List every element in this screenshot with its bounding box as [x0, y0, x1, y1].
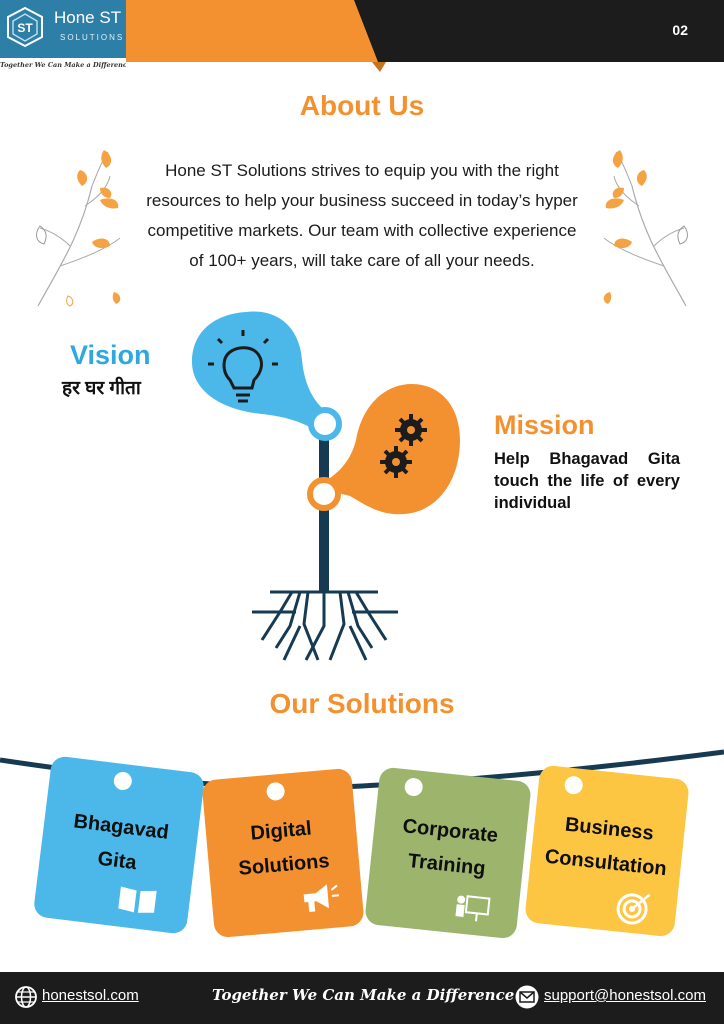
header-tagline: Together We Can Make a Difference	[0, 58, 126, 72]
about-title: About Us	[299, 90, 425, 121]
vision-title: Vision	[70, 340, 151, 370]
lightbulb-icon	[208, 330, 278, 403]
card-hole	[563, 775, 584, 796]
card-hole	[112, 770, 133, 792]
megaphone-icon	[303, 884, 339, 912]
footer	[0, 972, 724, 1024]
email-link[interactable]: support@honestsol.com	[544, 987, 706, 1004]
email-icon	[515, 985, 539, 1009]
open-book-icon	[118, 886, 157, 913]
solution-card-corporate-training[interactable]: Corporate Training	[364, 766, 532, 940]
card-hole	[265, 781, 286, 802]
website-link[interactable]: honestsol.com	[42, 987, 139, 1004]
target-icon	[616, 893, 651, 925]
tree-diagram	[192, 311, 460, 661]
solution-card-digital-solutions[interactable]: Digital Solutions	[201, 767, 365, 939]
vision-text: हर घर गीता	[62, 378, 141, 399]
gears-icon	[380, 414, 427, 478]
page-number: 02	[672, 22, 688, 38]
brand-name: Hone ST	[54, 8, 122, 27]
logo-initials: ST	[17, 21, 33, 35]
solution-card-business-consultation[interactable]: Business Consultation	[524, 764, 690, 938]
presentation-icon	[455, 895, 491, 922]
leaf-branch-right-icon	[603, 150, 688, 307]
logo-mark-icon: ST	[7, 6, 43, 48]
globe-icon	[15, 986, 37, 1008]
mission-title: Mission	[494, 410, 595, 440]
card-hole	[403, 777, 424, 797]
solution-card-bhagavad-gita[interactable]: Bhagavad Gita	[32, 755, 206, 935]
footer-tagline: Together We Can Make a Difference	[212, 986, 515, 1004]
brand-subtitle: SOLUTIONS	[60, 33, 125, 42]
about-text: Hone ST Solutions strives to equip you w…	[146, 161, 578, 270]
leaf-branch-left-icon	[36, 150, 121, 307]
mission-text: Help Bhagavad Gita touch the life of eve…	[494, 450, 680, 512]
solutions-title: Our Solutions	[269, 688, 455, 719]
